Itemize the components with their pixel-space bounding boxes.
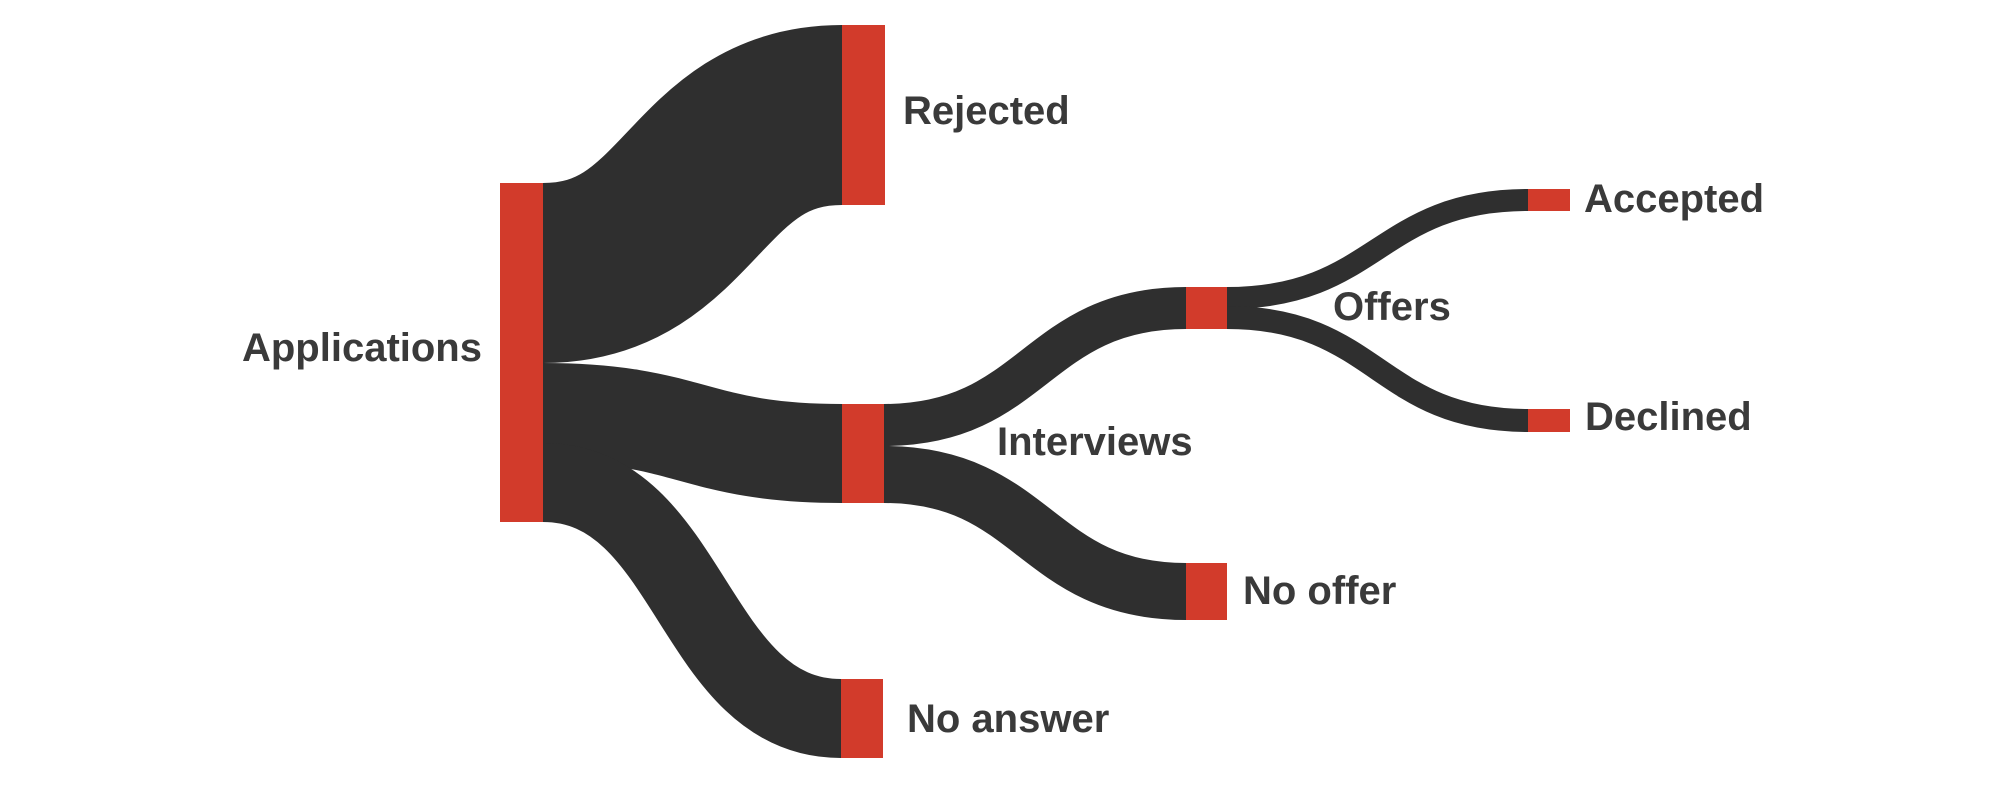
node-accepted (1528, 189, 1570, 211)
flow-interviews-offers (883, 287, 1187, 446)
flow-applications-no_answer (540, 443, 844, 758)
node-interviews (842, 404, 884, 503)
flow-applications-rejected (538, 25, 847, 363)
label-offers: Offers (1333, 285, 1451, 329)
label-declined: Declined (1585, 395, 1752, 439)
node-no_answer (841, 679, 883, 758)
flow-interviews-no_offer (883, 446, 1187, 620)
node-offers (1186, 287, 1227, 329)
flow-offers-accepted (1226, 189, 1529, 309)
node-applications (500, 183, 543, 522)
label-interviews: Interviews (997, 420, 1193, 464)
node-rejected (842, 25, 885, 205)
flow-applications-interviews (542, 363, 843, 503)
label-rejected: Rejected (903, 89, 1070, 133)
label-no_answer: No answer (907, 697, 1109, 741)
label-applications: Applications (242, 326, 482, 370)
node-no_offer (1186, 563, 1227, 620)
label-accepted: Accepted (1584, 177, 1764, 221)
label-no_offer: No offer (1243, 569, 1396, 613)
flow-offers-declined (1226, 306, 1529, 432)
node-declined (1528, 409, 1570, 432)
